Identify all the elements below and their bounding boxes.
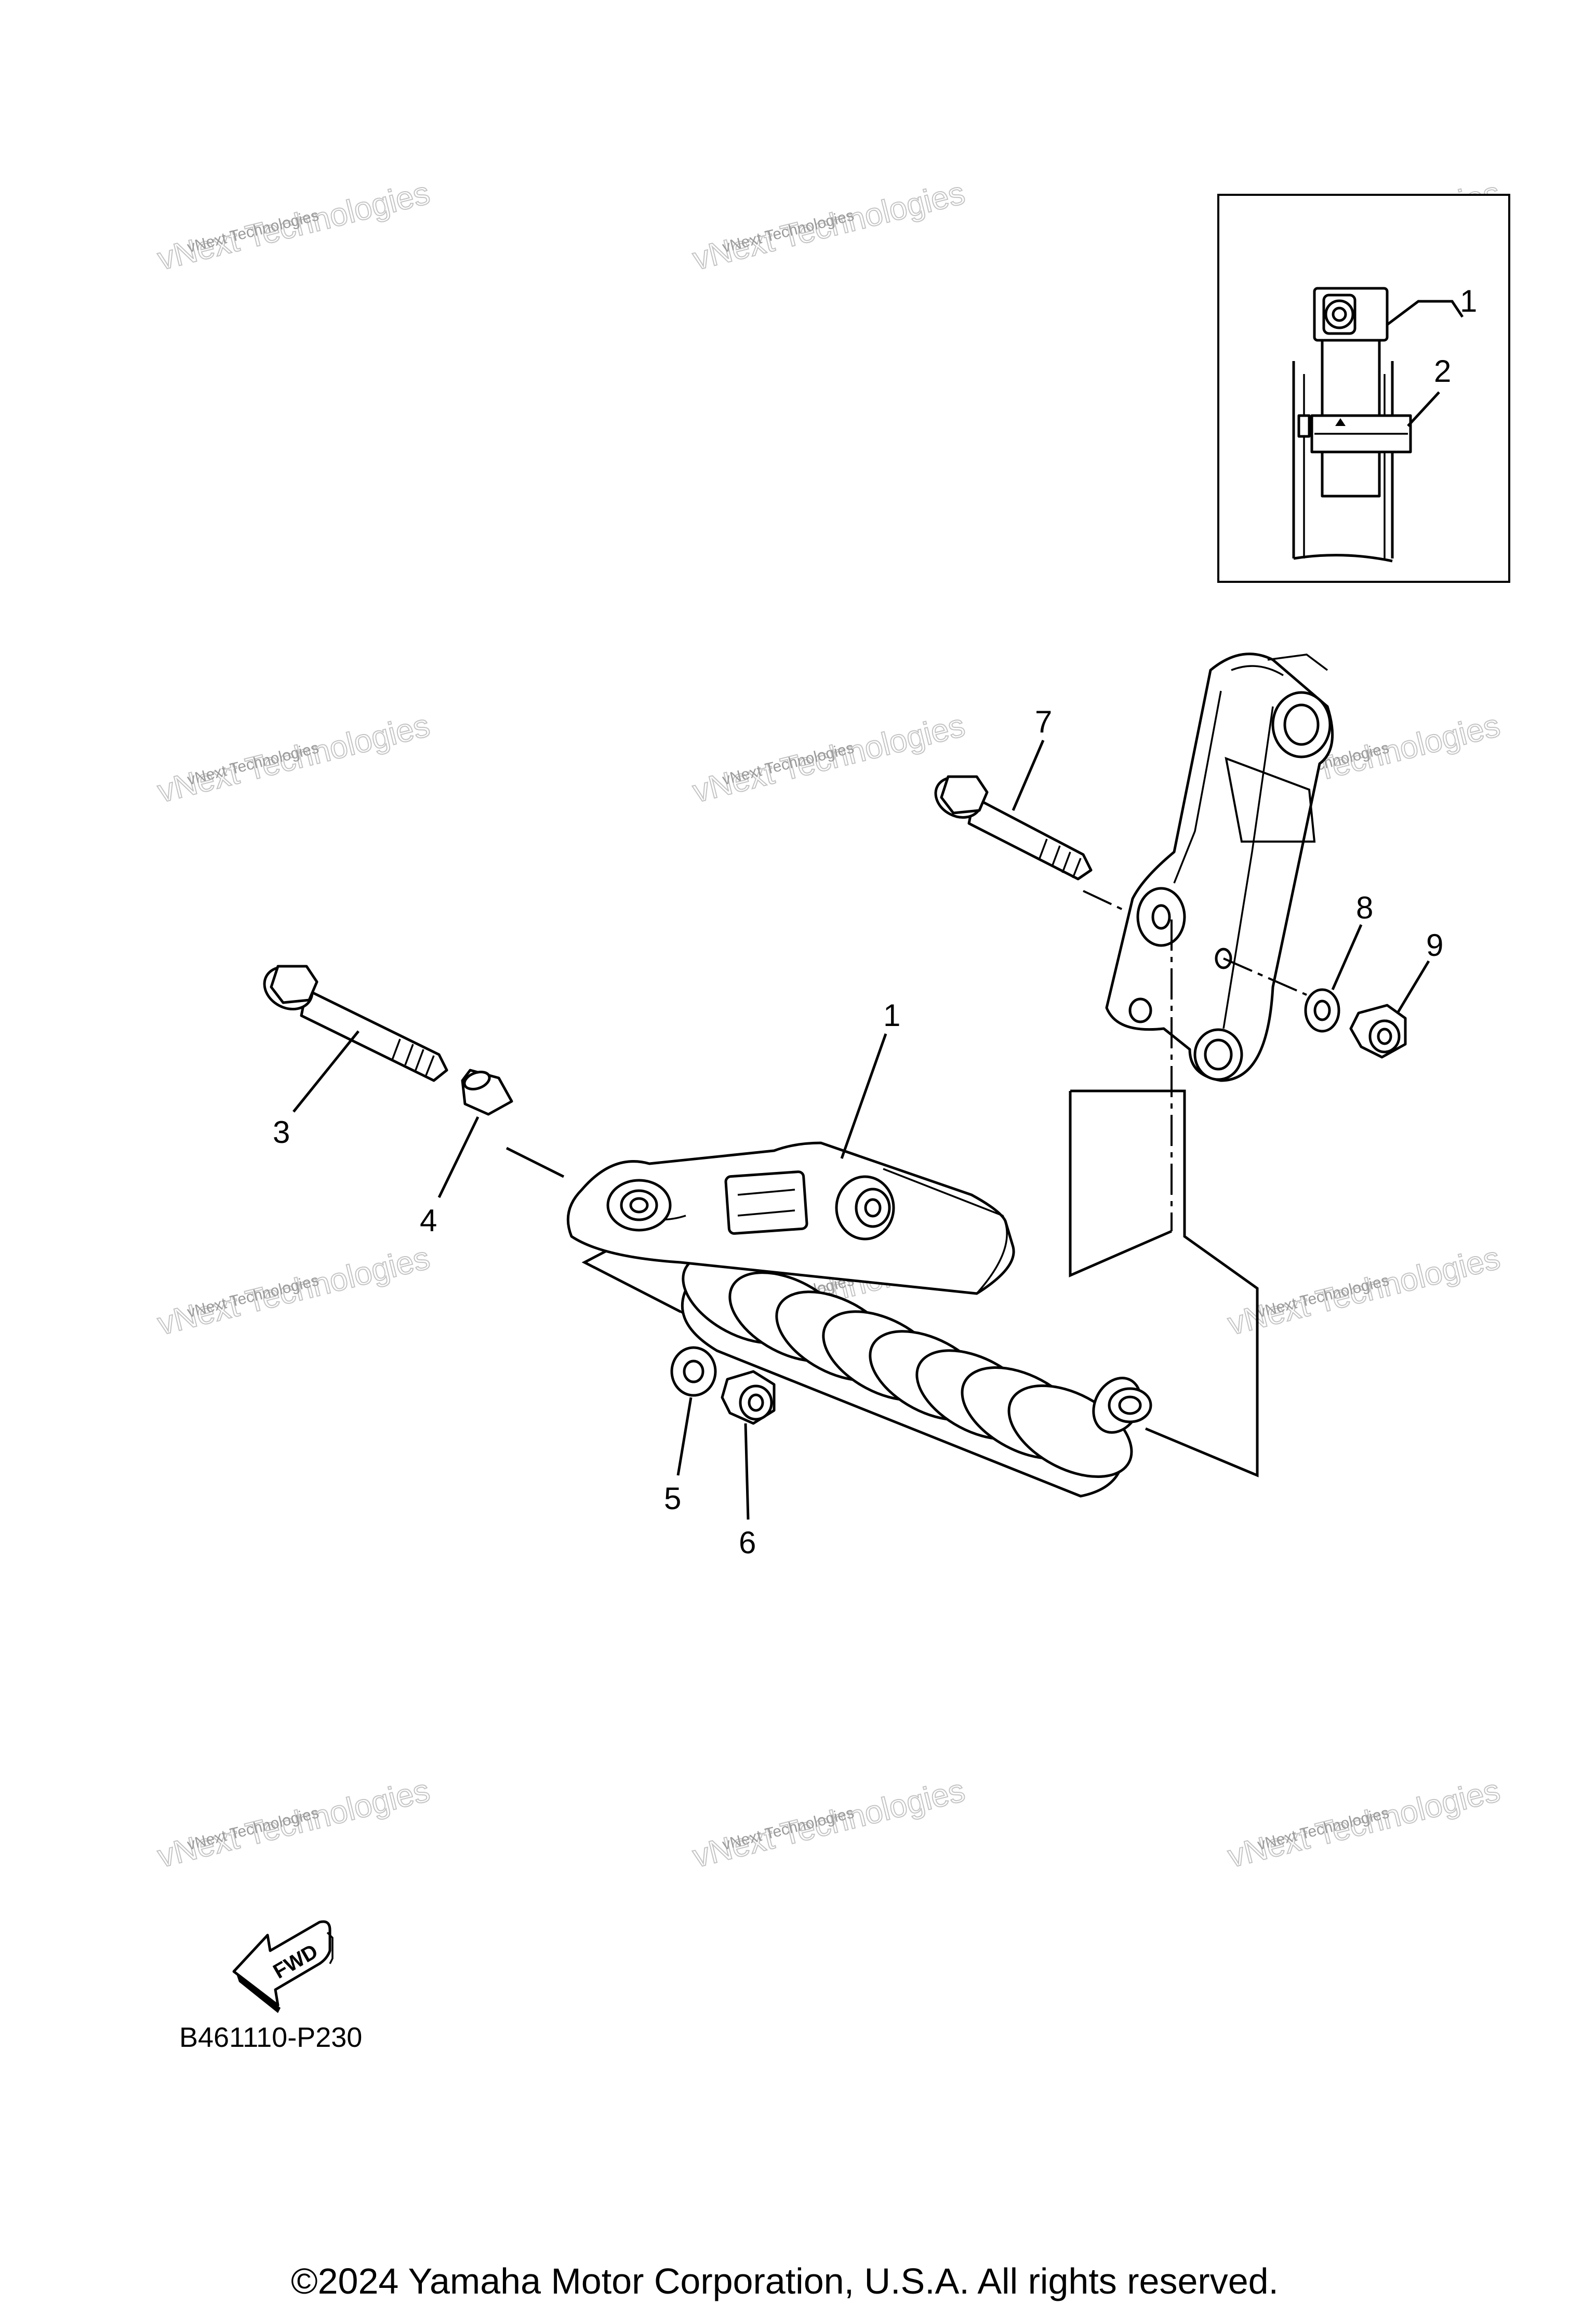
copyright-notice: ©2024 Yamaha Motor Corporation, U.S.A. A… [291,2261,1279,2301]
leader-3 [292,1030,360,1113]
leader-5 [676,1397,693,1476]
callout-leaders [292,740,1430,1520]
bolt-axis-3 [506,1147,565,1178]
callout-8: 8 [1356,890,1373,925]
shock-clamp [724,1170,808,1235]
inset-leader-1 [1386,300,1464,326]
callout-5: 5 [664,1481,681,1516]
upper-mount-bracket-guide [1069,1091,1172,1277]
callout-4: 4 [420,1203,437,1238]
callout-3: 3 [273,1115,290,1150]
collar-4 [461,1069,513,1116]
washer-8 [1304,988,1340,1033]
inset-callout-2: 2 [1434,354,1451,389]
callout-6: 6 [739,1525,756,1560]
callout-7: 7 [1035,704,1052,739]
relay-arm [1105,652,1334,1082]
inset-detail: 1 2 [1217,194,1510,583]
callout-1: 1 [883,998,900,1033]
leader-4 [437,1116,480,1198]
nut-9 [1349,1004,1407,1059]
leader-1 [840,1033,887,1159]
bolt-3-head [270,965,318,1004]
leader-6 [744,1423,750,1520]
bolt-7-head [940,775,989,815]
bolt-3 [263,965,448,1082]
shock-spring [681,1253,1152,1498]
inset-leader-2 [1407,391,1440,427]
leader-8 [1331,924,1363,991]
nut-6 [721,1370,776,1425]
leader-7 [1012,740,1045,811]
upper-mount-frame-guide [1070,1089,1259,1477]
fwd-arrow-icon: FWD [232,1920,334,2013]
nut-axis-9 [1223,957,1307,996]
bolt-7 [934,775,1093,881]
bolt-3-shank [300,988,448,1082]
bolt-axis-7 [1083,890,1128,913]
inset-callout-1: 1 [1460,284,1477,318]
inset-shock-body [1292,361,1394,558]
callout-9: 9 [1426,928,1443,963]
rear-shock-absorber [566,1141,1152,1498]
leader-9 [1396,960,1430,1014]
bolt-7-shank [967,796,1093,881]
washer-5 [670,1346,717,1397]
diagram-code: B461110-P230 [179,2022,362,2053]
relay-arm-body [1105,652,1334,1082]
